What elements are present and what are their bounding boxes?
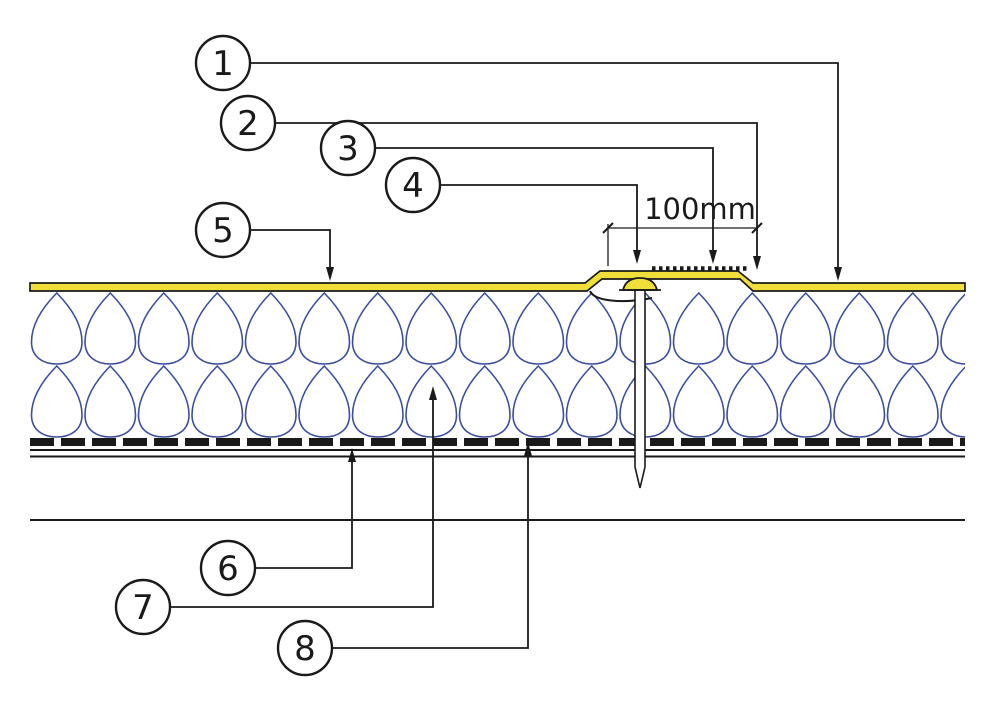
callout-circle [319,119,377,177]
arrowhead [348,448,356,462]
arrowhead [326,267,334,281]
screw-head [621,277,659,291]
arrowhead [753,256,761,270]
insulation-layer [30,292,965,438]
arrowhead [709,250,717,264]
callout-circle [114,578,172,636]
leader-3 [375,147,717,264]
callout-3: 3 [319,119,377,177]
callout-circle [194,34,252,92]
callout-label: 6 [217,549,239,589]
membrane-sheet [29,270,966,292]
callout-label: 5 [212,211,234,251]
leader-1 [250,62,842,281]
callout-circle [219,94,277,152]
screw-shaft [634,289,646,489]
callout-circle [276,619,334,677]
leader-7 [170,386,437,608]
leader-lines [170,62,842,649]
dimension-label: 100mm [644,192,756,226]
arrowhead [834,267,842,281]
callout-label: 4 [402,166,424,206]
callout-label: 8 [294,629,316,669]
callout-1: 1 [194,34,252,92]
callout-circle [194,201,252,259]
callout-6: 6 [199,539,257,597]
callout-4: 4 [384,156,442,214]
callouts: 1 2 3 4 5 6 7 8 [114,34,442,677]
arrowhead [524,442,532,456]
leader-6 [255,448,356,569]
callout-8: 8 [276,619,334,677]
callout-7: 7 [114,578,172,636]
callout-2: 2 [219,94,277,152]
fastener [619,277,661,489]
arrowhead [633,250,641,264]
callout-label: 1 [212,44,234,84]
callout-circle [199,539,257,597]
leader-8 [332,442,532,649]
dimension-100mm: 100mm [602,192,763,266]
dimension-tick-left [602,222,614,234]
callout-5: 5 [194,201,252,259]
deck-lines [30,449,965,458]
callout-label: 3 [337,129,359,169]
leader-4 [440,184,641,264]
arrowhead [429,386,437,400]
callout-label: 7 [132,588,154,628]
leader-5 [250,229,334,281]
callout-circle [384,156,442,214]
callout-label: 2 [237,104,259,144]
leader-2 [275,122,761,270]
